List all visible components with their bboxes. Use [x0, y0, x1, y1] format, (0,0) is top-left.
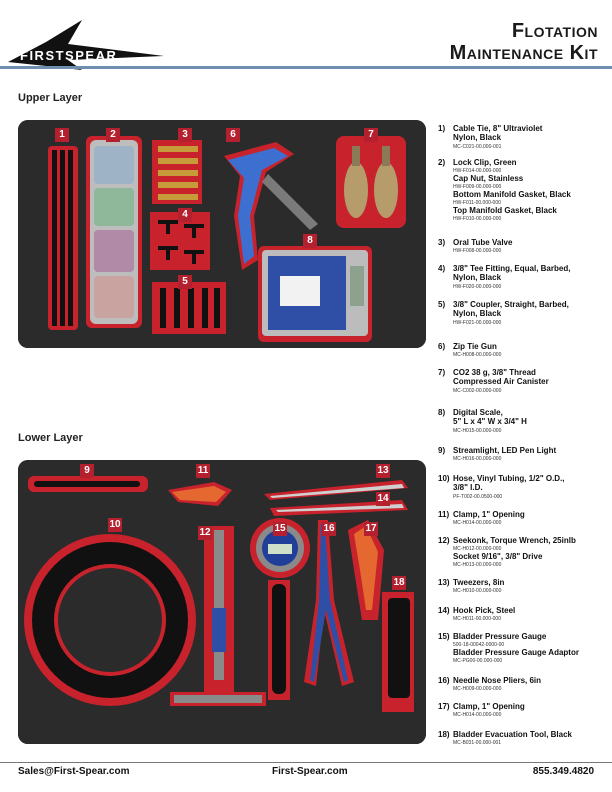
- tag-4: 4: [178, 208, 192, 222]
- tag-12: 12: [198, 526, 212, 540]
- footer-phone: 855.349.4820: [532, 766, 594, 777]
- tag-6: 6: [226, 128, 240, 142]
- footer-website[interactable]: First-Spear.com: [272, 766, 348, 777]
- logo-text: FIRSTSPEAR: [20, 48, 118, 63]
- lower-layer-label: Lower Layer: [18, 432, 83, 444]
- upper-tray-illustration: [18, 120, 426, 348]
- page-title: Flotation Maintenance Kit: [450, 20, 598, 64]
- tag-18: 18: [392, 576, 406, 590]
- footer-email[interactable]: Sales@First-Spear.com: [18, 766, 130, 777]
- title-line-2: Maintenance Kit: [449, 42, 598, 64]
- tag-2: 2: [106, 128, 120, 142]
- footer-rule: [0, 762, 612, 763]
- upper-layer-label: Upper Layer: [18, 92, 83, 104]
- title-line-1: Flotation: [511, 20, 598, 42]
- tag-11: 11: [196, 464, 210, 478]
- tag-17: 17: [364, 522, 378, 536]
- tag-5: 5: [178, 275, 192, 289]
- lower-tray-photo: 9 10 11 12 13 14 15 16 17 18: [18, 460, 426, 744]
- tag-13: 13: [376, 464, 390, 478]
- tag-9: 9: [80, 464, 94, 478]
- tag-15: 15: [273, 522, 287, 536]
- header-rule: [0, 66, 612, 69]
- upper-tray-photo: 1 2 3 4 5 6 7 8: [18, 120, 426, 348]
- tag-7: 7: [364, 128, 378, 142]
- tag-14: 14: [376, 492, 390, 506]
- tag-8: 8: [303, 234, 317, 248]
- spear-logo-icon: [8, 20, 164, 70]
- logo: [6, 16, 166, 70]
- tag-1: 1: [55, 128, 69, 142]
- tag-10: 10: [108, 518, 122, 532]
- tag-16: 16: [322, 522, 336, 536]
- tag-3: 3: [178, 128, 192, 142]
- lower-tray-illustration: [18, 460, 426, 744]
